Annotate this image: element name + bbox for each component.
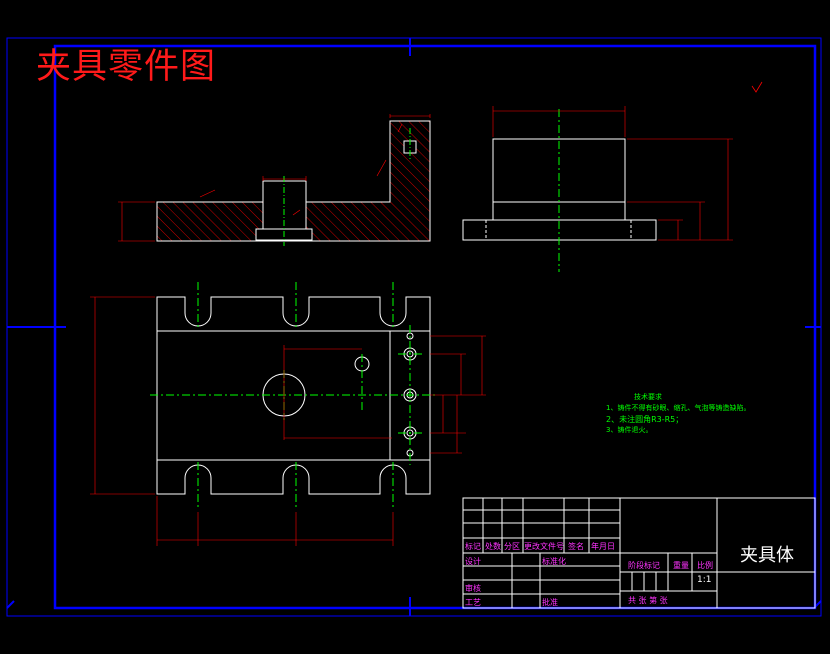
side-view <box>462 106 733 272</box>
tb-header-date: 年月日 <box>591 542 615 551</box>
scale-value: 1:1 <box>697 575 712 585</box>
technical-note-item: 3、铸件退火。 <box>606 426 653 434</box>
title-block-grid <box>462 497 816 609</box>
technical-notes: 技术要求 1、铸件不得有砂眼、缩孔、气泡等铸造缺陷。 2、未注圆角R3-R5； … <box>606 392 750 436</box>
technical-note-item: 2、未注圆角R3-R5； <box>606 415 684 424</box>
inner-border <box>53 44 817 610</box>
tb-header-zone: 分区 <box>504 542 520 551</box>
tb-header-count: 处数 <box>485 542 501 551</box>
tb-sheets: 共 张 第 张 <box>628 596 668 605</box>
front-section-view <box>118 114 431 246</box>
tb-header-signature: 签名 <box>568 542 584 551</box>
drawing-title: 夹具零件图 <box>36 47 217 87</box>
tb-weight: 重量 <box>673 561 689 570</box>
technical-note-item: 1、铸件不得有砂眼、缩孔、气泡等铸造缺陷。 <box>606 404 751 412</box>
roughness-symbol <box>751 81 763 93</box>
tb-approve: 批准 <box>542 598 558 607</box>
part-name: 夹具体 <box>740 545 794 566</box>
tb-ratio: 比例 <box>697 561 713 570</box>
technical-notes-heading: 技术要求 <box>634 393 662 401</box>
tb-process: 工艺 <box>465 598 481 607</box>
tb-review: 审核 <box>465 584 481 593</box>
tb-standardize: 标准化 <box>542 557 566 566</box>
tb-design: 设计 <box>465 557 481 566</box>
tb-stage-mark: 阶段标记 <box>628 561 660 570</box>
tb-header-change-doc: 更改文件号 <box>524 542 564 551</box>
centering-marks <box>6 38 822 616</box>
top-view <box>90 282 486 546</box>
tb-header-mark: 标记 <box>465 542 481 551</box>
